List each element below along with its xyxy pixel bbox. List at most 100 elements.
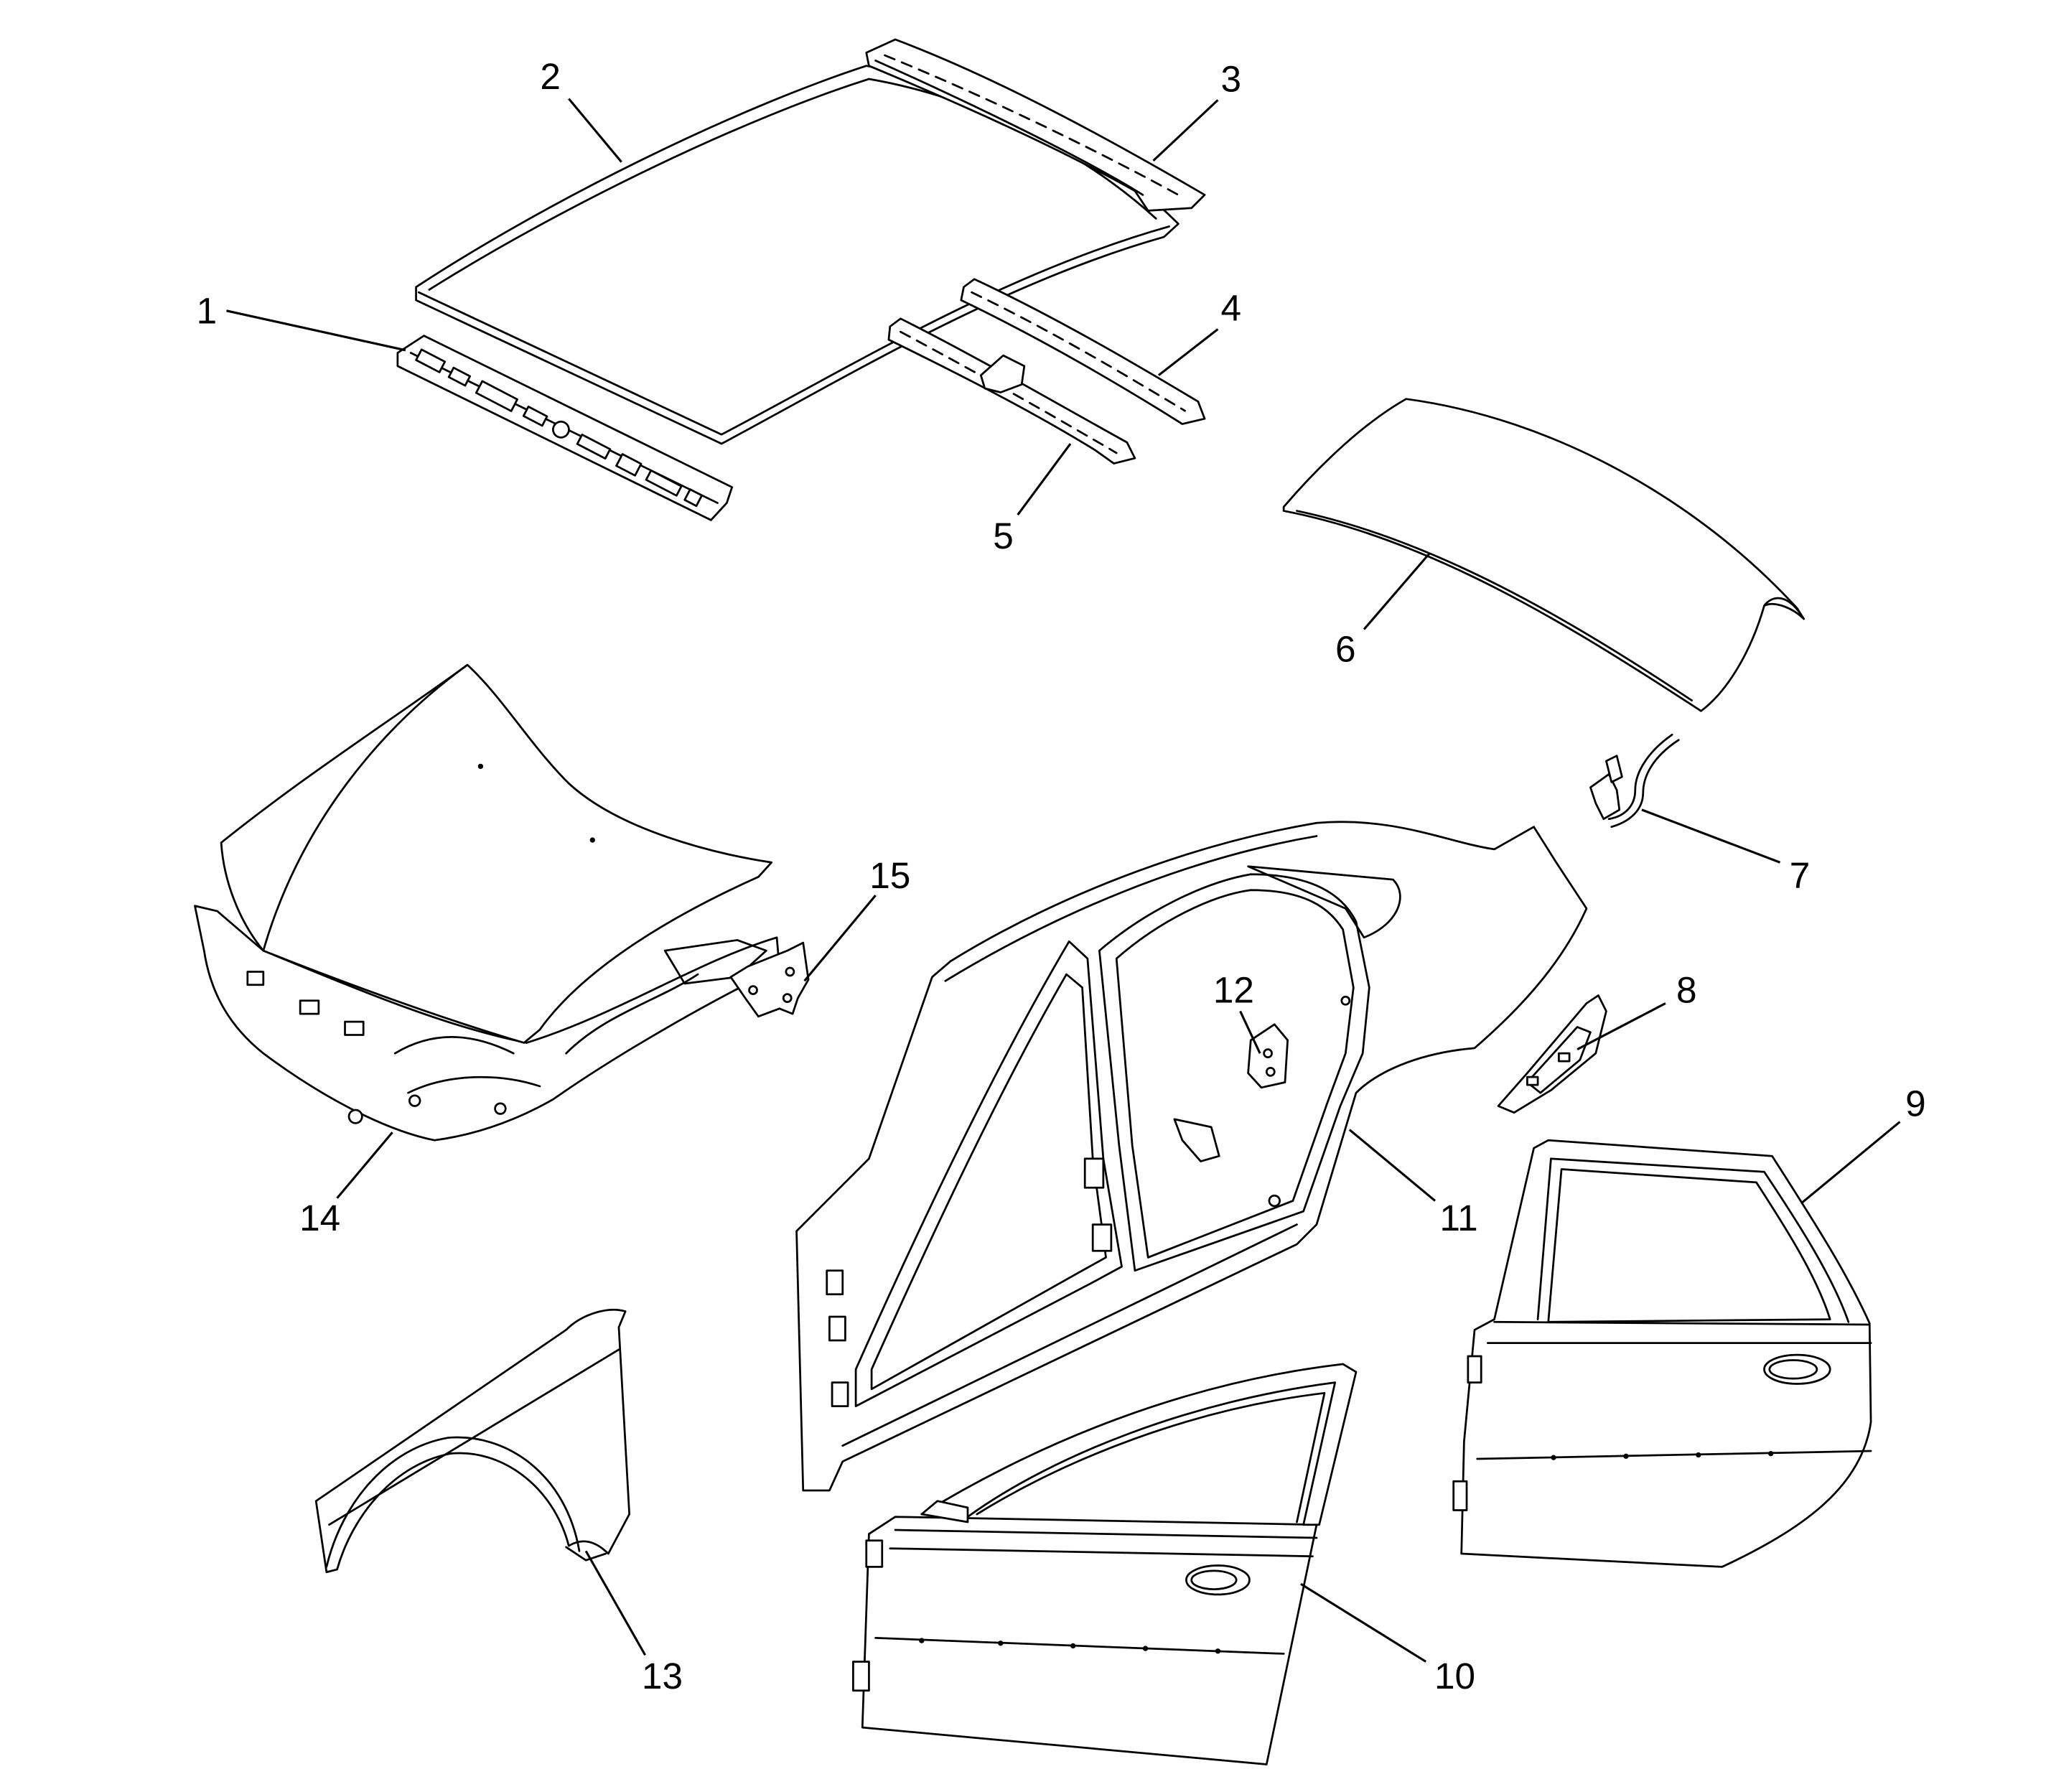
front-header-cutout xyxy=(447,366,472,387)
front-door-molding-dot xyxy=(1142,1646,1149,1651)
body-side-pillar-detail xyxy=(828,1315,846,1342)
front-structure-cutout xyxy=(246,971,265,986)
front-header-cutout xyxy=(615,453,643,477)
roof-bow-bracket xyxy=(979,354,1026,393)
callout-4: 4 xyxy=(1220,288,1241,329)
deck-lid-outline xyxy=(1282,398,1805,712)
leader-line-13 xyxy=(584,1550,647,1656)
callout-6: 6 xyxy=(1335,629,1356,670)
callout-1: 1 xyxy=(197,290,218,331)
leader-line-1 xyxy=(226,309,406,352)
hinge-hole xyxy=(782,993,793,1004)
front-structure-detail xyxy=(565,973,699,1055)
front-door-molding-dot xyxy=(1070,1643,1076,1649)
front-door-handle xyxy=(1185,1564,1251,1596)
body-side-hole xyxy=(1340,995,1351,1006)
roof-bow-rear-perforation xyxy=(971,291,1186,412)
rear-door-glass xyxy=(1547,1168,1831,1323)
body-side-outline xyxy=(795,821,1588,1492)
body-side-tag xyxy=(1173,1118,1220,1162)
rear-door-handle xyxy=(1763,1353,1831,1385)
hood-dot xyxy=(589,837,595,843)
part-6-deck-lid xyxy=(1282,398,1805,712)
body-side-rocker xyxy=(841,1223,1298,1447)
body-side-pillar-detail xyxy=(831,1381,849,1408)
rear-door-molding-dot xyxy=(1696,1452,1701,1458)
front-structure-hole xyxy=(494,1102,507,1115)
callout-14: 14 xyxy=(299,1198,340,1238)
front-door-handle-inner xyxy=(1190,1569,1238,1590)
callout-9: 9 xyxy=(1905,1083,1926,1124)
part-8-bracket xyxy=(1497,994,1607,1114)
front-structure-hole xyxy=(347,1109,363,1124)
body-side-roof-rail xyxy=(944,835,1318,982)
rear-roof-rail-outline xyxy=(865,38,1206,212)
rear-door-molding-dot xyxy=(1768,1451,1774,1457)
leader-line-7 xyxy=(1641,808,1781,864)
leader-line-11 xyxy=(1348,1129,1437,1202)
front-door-belt-upper xyxy=(894,1529,1318,1539)
part-4-roof-bow xyxy=(960,278,1206,425)
weatherstrip-outer xyxy=(1610,739,1680,829)
leader-line-4 xyxy=(1157,328,1219,376)
front-door-hinge xyxy=(865,1539,884,1568)
hood-dot xyxy=(477,763,484,770)
leader-line-6 xyxy=(1363,552,1431,630)
callout-11: 11 xyxy=(1439,1198,1477,1238)
front-header-cutouts xyxy=(415,348,703,508)
callout-13: 13 xyxy=(642,1656,683,1697)
rear-roof-rail-edge xyxy=(874,59,1144,196)
small-bracket-hole xyxy=(1265,1066,1276,1077)
fender-crease xyxy=(328,1348,620,1526)
part-1-front-header xyxy=(396,335,734,521)
body-side-front-opening xyxy=(854,940,1123,1408)
part-2-roof-panel xyxy=(415,65,1180,445)
leader-line-10 xyxy=(1300,1582,1427,1663)
weatherstrip-inner xyxy=(1607,733,1673,821)
hinge-hole xyxy=(785,966,795,977)
fender-lip xyxy=(565,1546,607,1562)
deck-lid-inner-edge xyxy=(1296,510,1694,702)
part-13-front-fender xyxy=(314,1308,631,1574)
front-header-cutout xyxy=(683,488,703,508)
front-structure-cutout xyxy=(344,1020,365,1036)
callout-10: 10 xyxy=(1434,1656,1475,1697)
rear-door-hinge xyxy=(1452,1480,1468,1511)
leader-line-3 xyxy=(1152,99,1219,162)
part-3-rear-roof-rail xyxy=(865,38,1206,212)
body-side-hole xyxy=(1268,1194,1281,1208)
leader-line-15 xyxy=(803,895,877,982)
front-header-cutout xyxy=(415,348,447,373)
callout-3: 3 xyxy=(1220,59,1241,100)
front-header-cutout xyxy=(475,380,518,412)
rear-door-frame-inner xyxy=(1550,1157,1850,1323)
leader-line-9 xyxy=(1800,1121,1901,1205)
part-5-roof-bow xyxy=(887,317,1136,465)
front-structure-cutout xyxy=(299,999,320,1015)
part-9-rear-door xyxy=(1452,1139,1872,1568)
body-side-pillar-detail xyxy=(1083,1157,1105,1189)
callout-5: 5 xyxy=(993,515,1014,556)
hinge-hole xyxy=(748,985,758,996)
front-header-cutout xyxy=(522,406,548,427)
rear-door-hinge xyxy=(1467,1355,1482,1384)
hood-crease xyxy=(262,663,469,952)
body-side-pillar-detail xyxy=(1091,1223,1113,1252)
body-side-rear-opening-flange xyxy=(1115,889,1355,1259)
leader-line-14 xyxy=(336,1131,393,1199)
front-door-glass xyxy=(976,1391,1326,1523)
leader-lines xyxy=(226,98,1901,1663)
front-header-cutout xyxy=(576,433,612,460)
body-side-quarter-window xyxy=(1247,865,1401,939)
front-door-mirror-patch xyxy=(920,1500,969,1523)
front-structure-hole xyxy=(408,1094,421,1107)
weatherstrip-clip xyxy=(1605,755,1623,783)
bracket-slot xyxy=(1558,1052,1571,1063)
front-structure-detail xyxy=(393,1036,515,1055)
callout-2: 2 xyxy=(540,56,561,97)
front-structure-detail xyxy=(407,1075,541,1094)
callout-15: 15 xyxy=(869,855,910,896)
front-door-hinge xyxy=(852,1661,870,1692)
